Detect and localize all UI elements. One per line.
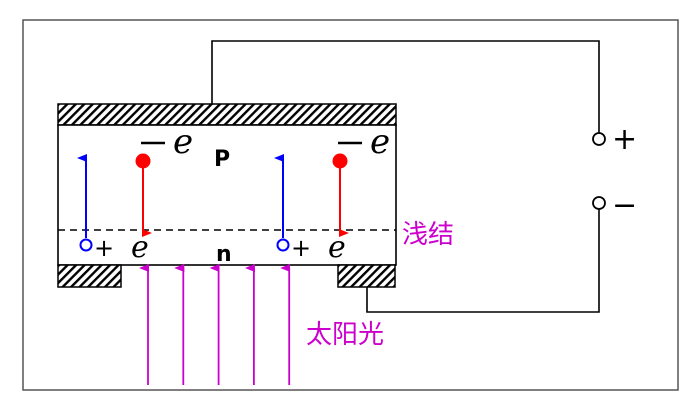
negative-terminal-icon — [592, 196, 606, 210]
bottom-electrode-left — [57, 264, 122, 288]
carrier-pair-left: + e e — [77, 122, 193, 265]
positive-terminal-icon — [592, 132, 606, 146]
electron-bottom-label: e — [131, 230, 149, 265]
hole-icon — [276, 238, 290, 252]
outer-frame — [22, 19, 679, 391]
hole-icon — [79, 238, 93, 252]
sunlight-rays — [139, 264, 291, 385]
carrier-pair-right: + e e — [274, 122, 390, 265]
top-wire — [211, 40, 600, 134]
top-electrode — [57, 103, 397, 126]
electron-top-label: e — [370, 122, 390, 162]
p-region-label: P — [214, 147, 230, 172]
electron-icon — [332, 153, 348, 169]
sunlight-label: 太阳光 — [306, 320, 384, 350]
hole-plus-label: + — [94, 234, 114, 262]
terminal-plus-label: + — [612, 122, 637, 157]
n-region-label: n — [216, 242, 232, 267]
bottom-wire — [366, 207, 600, 313]
electron-top-label: e — [173, 122, 193, 162]
electron-bottom-label: e — [328, 230, 346, 265]
bottom-electrode-right — [337, 264, 396, 288]
junction-label: 浅结 — [402, 220, 454, 250]
electron-icon — [135, 153, 151, 169]
hole-plus-label: + — [291, 234, 311, 262]
terminal-minus-label: − — [612, 188, 637, 223]
